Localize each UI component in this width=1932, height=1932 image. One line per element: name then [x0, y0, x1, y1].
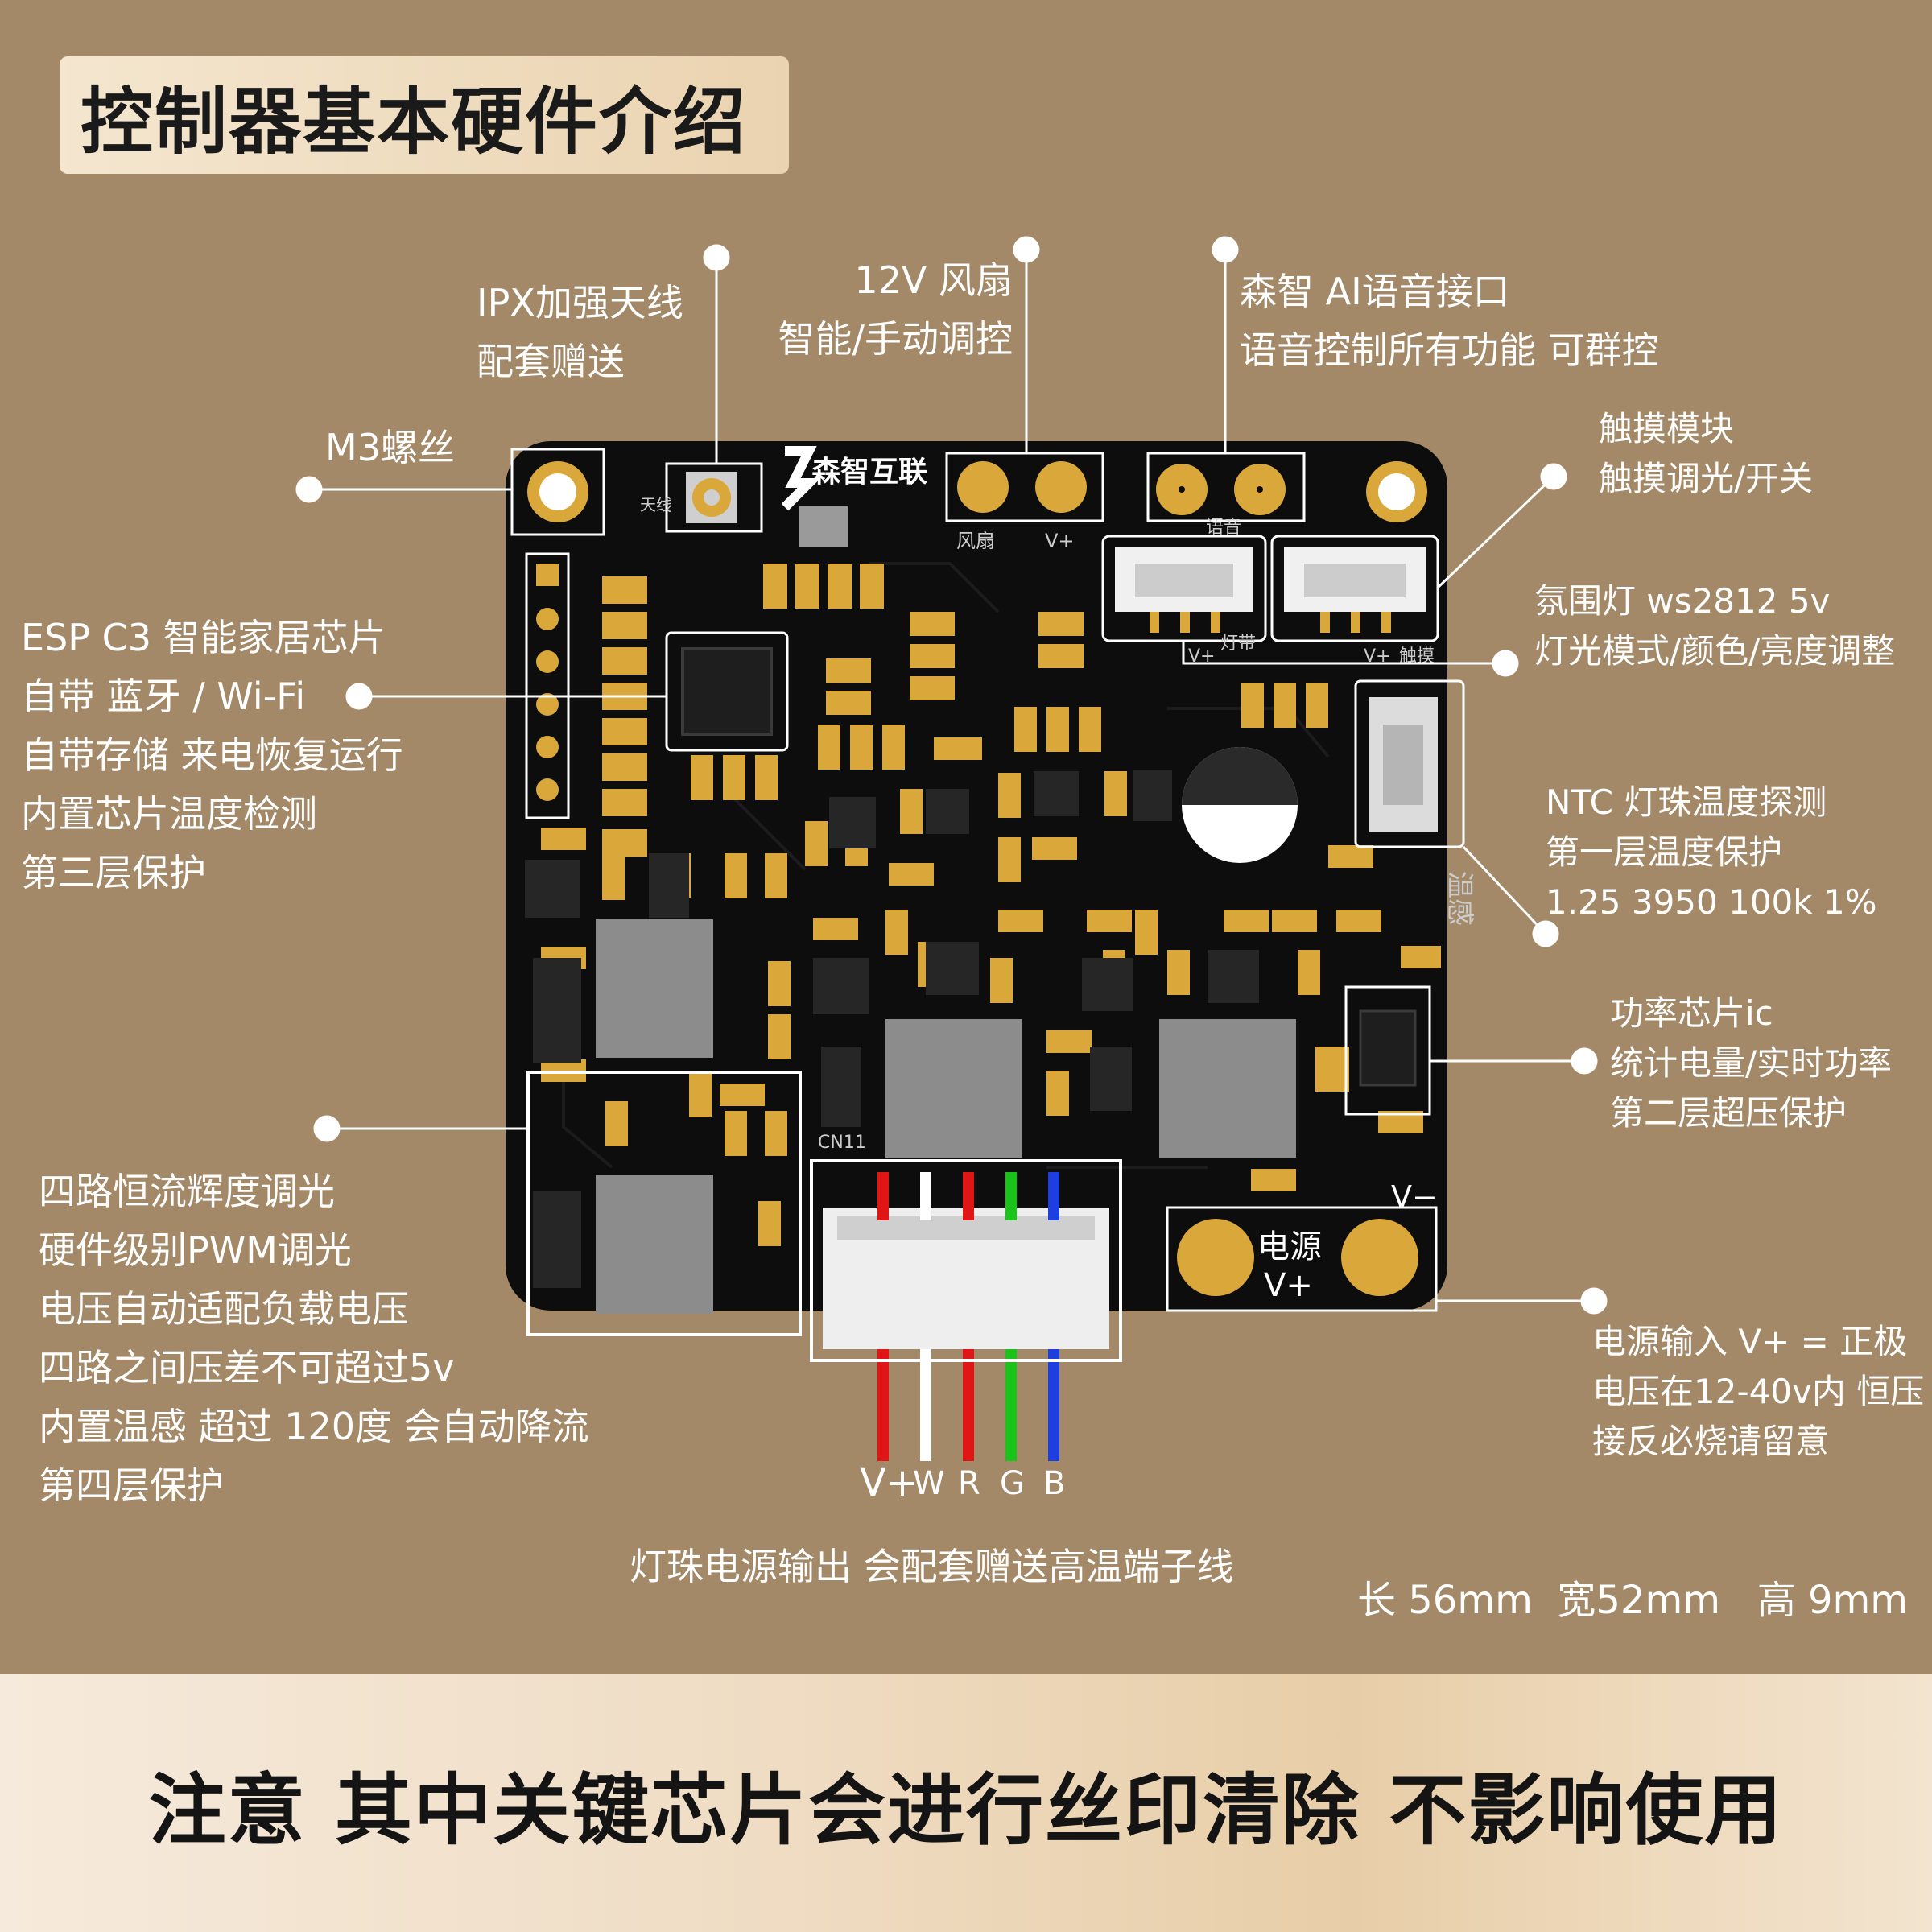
dimming-line-3: 电压自动适配负载电压	[39, 1287, 409, 1331]
power-silk-1: 电源	[1257, 1228, 1322, 1265]
esp-line-5: 第三层保护	[21, 851, 206, 894]
label-fan: 12V 风扇 智能/手动调控	[747, 251, 1013, 369]
label-esp: ESP C3 智能家居芯片 自带 蓝牙 / Wi-Fi 自带存储 来电恢复运行 …	[21, 609, 403, 902]
power-in-line-2: 电压在12-40v内 恒压	[1592, 1372, 1925, 1411]
label-antenna: IPX加强天线 配套赠送	[477, 274, 683, 391]
ambient-silk-2: 灯带	[1220, 634, 1256, 654]
fan-line-1: 12V 风扇	[854, 258, 1013, 302]
callout-line-ntc	[1462, 845, 1547, 935]
voice-line-1: 森智 AI语音接口	[1240, 270, 1510, 313]
wire-label-g: G	[1000, 1465, 1025, 1502]
antenna-silk: 天线	[640, 495, 672, 514]
callout-dot-power-in	[1580, 1287, 1608, 1315]
label-voice: 森智 AI语音接口 语音控制所有功能 可群控	[1240, 262, 1659, 380]
power-ic-line-2: 统计电量/实时功率	[1610, 1043, 1893, 1083]
wire-label-r: R	[958, 1465, 980, 1502]
fan-pads	[945, 452, 1104, 522]
mount-hole-right	[1366, 461, 1427, 522]
label-power-ic: 功率芯片ic 统计电量/实时功率 第二层超压保护	[1610, 989, 1892, 1138]
capacitor	[1182, 747, 1298, 863]
brand-logo	[781, 446, 821, 511]
brand-text: 森智互联	[811, 456, 927, 489]
ntc-line-2: 第一层温度保护	[1546, 832, 1783, 872]
esp-chip	[665, 631, 789, 752]
label-dimensions: 长 56mm 宽52mm 高 9mm	[1357, 1571, 1908, 1630]
dimming-region	[526, 1071, 802, 1336]
label-touch: 触摸模块 触摸调光/开关	[1599, 404, 1813, 504]
touch-line-2: 触摸调光/开关	[1599, 459, 1814, 498]
callout-dot-esp	[345, 683, 373, 710]
ambient-line-1: 氛围灯 ws2812 5v	[1534, 581, 1831, 621]
dimming-line-1: 四路恒流辉度调光	[39, 1170, 335, 1213]
fan-line-2: 智能/手动调控	[778, 317, 1013, 361]
power-ic-line-1: 功率芯片ic	[1610, 993, 1773, 1033]
label-ntc: NTC 灯珠温度探测 第一层温度保护 1.25 3950 100k 1%	[1546, 778, 1877, 927]
temp-silk: 温感	[1443, 871, 1476, 926]
callout-dot-antenna	[703, 244, 730, 271]
power-ic	[1344, 985, 1431, 1116]
label-output: 灯珠电源输出 会配套赠送高温端子线	[630, 1538, 1234, 1596]
label-ambient: 氛围灯 ws2812 5v 灯光模式/颜色/亮度调整	[1534, 576, 1895, 676]
wire-label-b: B	[1043, 1465, 1065, 1502]
notice-band: 注意 其中关键芯片会进行丝印清除 不影响使用	[0, 1674, 1932, 1932]
mount-hole-left	[510, 448, 605, 536]
power-in-line-1: 电源输入 V+ = 正极	[1592, 1322, 1908, 1361]
callout-dot-screw	[295, 476, 323, 503]
notice-text: 注意 其中关键芯片会进行丝印清除 不影响使用	[148, 1765, 1784, 1856]
ntc-line-3: 1.25 3950 100k 1%	[1546, 882, 1877, 922]
esp-line-1: ESP C3 智能家居芯片	[21, 616, 386, 659]
screw-line-1: M3螺丝	[325, 426, 455, 469]
fan-silk-1: 风扇	[956, 530, 995, 552]
dimensions-line-1: 长 56mm 宽52mm 高 9mm	[1357, 1578, 1909, 1623]
output-line-1: 灯珠电源输出 会配套赠送高温端子线	[630, 1545, 1234, 1588]
callout-dot-fan	[1013, 236, 1040, 263]
callout-dot-dimming	[313, 1115, 341, 1142]
callout-dot-ntc	[1532, 920, 1559, 947]
label-screw: M3螺丝	[325, 419, 455, 477]
power-in-line-3: 接反必烧请留意	[1592, 1422, 1830, 1461]
callout-dot-voice	[1212, 236, 1239, 263]
title-box: 控制器基本硬件介绍	[60, 56, 789, 174]
inductors	[596, 919, 1296, 1314]
ic-chips	[525, 770, 1259, 1288]
ambient-line-2: 灯光模式/颜色/亮度调整	[1534, 631, 1896, 671]
callout-dot-touch	[1540, 463, 1567, 490]
esp-line-2: 自带 蓝牙 / Wi-Fi	[21, 675, 306, 718]
callout-dot-ambient	[1492, 650, 1519, 677]
callout-line-touch	[1436, 475, 1555, 589]
label-power-in: 电源输入 V+ = 正极 电压在12-40v内 恒压 接反必烧请留意	[1592, 1317, 1924, 1467]
antenna-line-1: IPX加强天线	[477, 281, 683, 324]
touch-line-1: 触摸模块	[1599, 409, 1735, 448]
esp-line-3: 自带存储 来电恢复运行	[21, 733, 403, 777]
dimming-line-6: 第四层保护	[39, 1463, 224, 1507]
temp-connector	[1354, 679, 1465, 848]
pin-header	[525, 552, 570, 819]
wire-label-vplus: V+	[860, 1460, 919, 1505]
esp-line-4: 内置芯片温度检测	[21, 792, 317, 836]
touch-connector	[1270, 535, 1439, 642]
fan-silk-2: V+	[1045, 530, 1075, 552]
dimming-line-2: 硬件级别PWM调光	[39, 1228, 352, 1272]
voice-line-2: 语音控制所有功能 可群控	[1240, 328, 1659, 372]
vminus-silk: V−	[1391, 1179, 1438, 1215]
antenna-connector	[665, 462, 848, 547]
callout-dot-power-ic	[1571, 1047, 1598, 1075]
power-ic-line-3: 第二层超压保护	[1610, 1093, 1847, 1133]
dimming-line-4: 四路之间压差不可超过5v	[39, 1346, 455, 1389]
page-title: 控制器基本硬件介绍	[80, 80, 747, 164]
wire-label-w: W	[913, 1465, 945, 1502]
power-pads	[1166, 1206, 1438, 1312]
cn-silk: CN11	[818, 1133, 866, 1153]
dimming-line-5: 内置温感 超过 120度 会自动降流	[39, 1405, 589, 1448]
callout-line-ambient	[1182, 641, 1505, 665]
voice-silk: 语音	[1206, 518, 1241, 538]
antenna-line-2: 配套赠送	[477, 340, 625, 383]
label-dimming: 四路恒流辉度调光 硬件级别PWM调光 电压自动适配负载电压 四路之间压差不可超过…	[39, 1162, 589, 1515]
ntc-line-1: NTC 灯珠温度探测	[1546, 782, 1827, 822]
ambient-light-connector	[1101, 535, 1267, 642]
power-silk-2: V+	[1264, 1267, 1313, 1304]
output-connector	[810, 1159, 1122, 1362]
voice-pads	[1146, 452, 1306, 522]
